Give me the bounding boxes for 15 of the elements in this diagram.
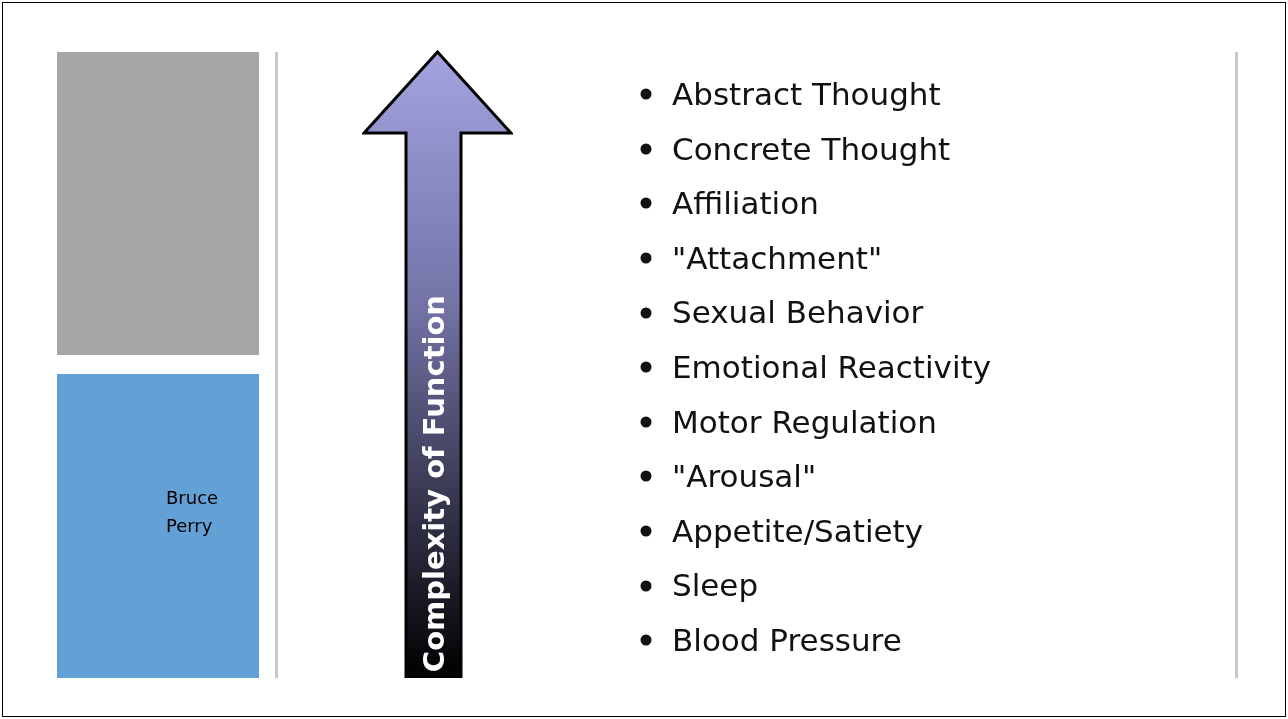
function-item: Sexual Behavior — [672, 293, 924, 333]
function-item: Emotional Reactivity — [672, 348, 992, 387]
function-item: Affiliation — [672, 184, 819, 224]
placeholder-box — [57, 52, 259, 355]
function-item: Concrete Thought — [672, 129, 951, 169]
function-item: Blood Pressure — [672, 621, 902, 660]
function-item: Abstract Thought — [672, 75, 941, 115]
function-item: "Attachment" — [672, 238, 883, 278]
function-item: Motor Regulation — [672, 402, 937, 442]
name-panel — [57, 374, 259, 678]
function-item: Appetite/Satiety — [672, 511, 924, 551]
arrow-label: Complexity of Function — [416, 294, 452, 672]
author-name: Bruce Perry — [166, 486, 220, 538]
function-item: "Arousal" — [672, 457, 817, 497]
function-item: Sleep — [672, 566, 759, 606]
